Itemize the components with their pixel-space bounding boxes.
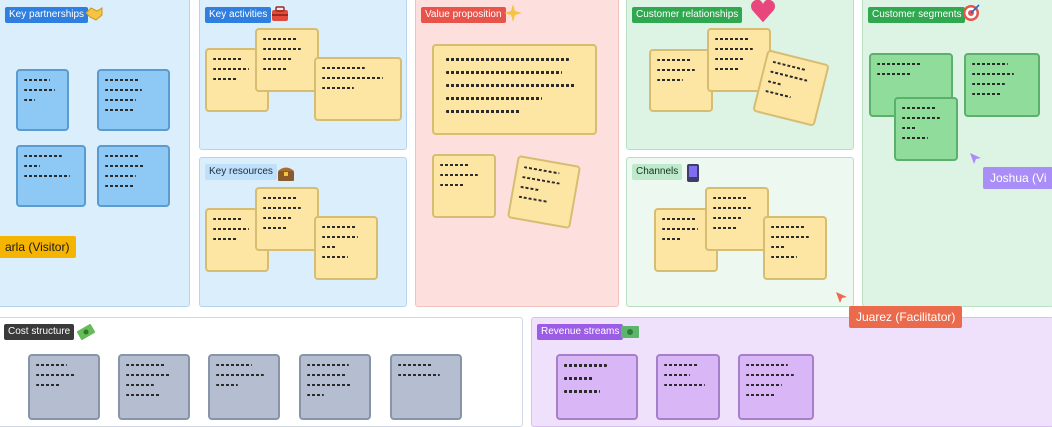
- sticky-note[interactable]: [299, 354, 371, 420]
- value-proposition-section[interactable]: Value proposition: [415, 0, 619, 307]
- collaborator-label-joshua: Joshua (Vi: [983, 167, 1052, 189]
- target-icon: [963, 4, 980, 21]
- sticky-note[interactable]: [763, 216, 827, 280]
- customer-relationships-tag: Customer relationships: [632, 7, 743, 23]
- money-icon: [76, 324, 96, 340]
- customer-segments-tag: Customer segments: [868, 7, 966, 23]
- handshake-icon: [85, 7, 103, 21]
- sticky-note[interactable]: [314, 57, 402, 121]
- key-partnerships-tag: Key partnerships: [5, 7, 89, 23]
- sticky-note[interactable]: [964, 53, 1040, 117]
- key-activities-tag: Key activities: [205, 7, 272, 23]
- key-activities-section[interactable]: Key activities: [199, 0, 407, 150]
- sticky-note[interactable]: [656, 354, 720, 420]
- cursor-icon: [970, 153, 981, 164]
- customer-segments-section[interactable]: Customer segments: [862, 0, 1052, 307]
- revenue-streams-section[interactable]: Revenue streams: [531, 317, 1052, 427]
- banknote-icon: [621, 326, 639, 338]
- sticky-note[interactable]: [432, 44, 597, 135]
- collaborator-label-carla: arla (Visitor): [0, 236, 77, 258]
- sticky-note[interactable]: [649, 49, 713, 112]
- collaborator-label-juarez: Juarez (Facilitator): [849, 306, 963, 328]
- sticky-note[interactable]: [432, 154, 496, 218]
- sticky-note[interactable]: [16, 69, 69, 131]
- key-partnerships-section[interactable]: Key partnerships: [0, 0, 190, 307]
- cursor-icon: [836, 292, 847, 303]
- sticky-note[interactable]: [705, 187, 769, 251]
- sticky-note[interactable]: [28, 354, 100, 420]
- sticky-note[interactable]: [16, 145, 86, 207]
- sticky-note[interactable]: [506, 154, 582, 230]
- sticky-note[interactable]: [556, 354, 638, 420]
- sticky-note[interactable]: [97, 69, 170, 131]
- channels-tag: Channels: [632, 164, 683, 180]
- value-proposition-tag: Value proposition: [421, 7, 506, 23]
- key-resources-section[interactable]: Key resources: [199, 157, 407, 307]
- sparkles-icon: [504, 4, 522, 22]
- sticky-note[interactable]: [97, 145, 170, 207]
- sticky-note[interactable]: [314, 216, 378, 280]
- sticky-note[interactable]: [208, 354, 280, 420]
- heart-icon: [751, 0, 775, 23]
- cost-structure-tag: Cost structure: [4, 324, 75, 340]
- toolbox-icon: [272, 6, 288, 21]
- phone-icon: [687, 164, 699, 182]
- sticky-note[interactable]: [255, 28, 319, 92]
- key-resources-tag: Key resources: [205, 164, 277, 180]
- sticky-note[interactable]: [738, 354, 814, 420]
- sticky-note[interactable]: [894, 97, 958, 161]
- customer-relationships-section[interactable]: Customer relationships: [626, 0, 854, 150]
- sticky-note[interactable]: [390, 354, 462, 420]
- revenue-streams-tag: Revenue streams: [537, 324, 624, 340]
- channels-section[interactable]: Channels: [626, 157, 854, 307]
- sticky-note[interactable]: [118, 354, 190, 420]
- treasure-chest-icon: [278, 167, 294, 181]
- sticky-note[interactable]: [752, 49, 830, 127]
- cost-structure-section[interactable]: Cost structure: [0, 317, 523, 427]
- sticky-note[interactable]: [255, 187, 319, 251]
